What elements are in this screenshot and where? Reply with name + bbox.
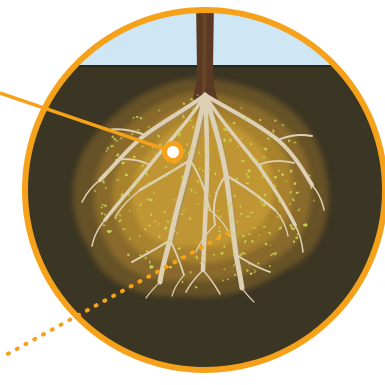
- nutrient-particle: [182, 281, 184, 283]
- nutrient-particle: [241, 160, 245, 162]
- nutrient-particle: [174, 199, 176, 201]
- nutrient-particle: [205, 156, 207, 158]
- ring-dot-icon[interactable]: [162, 141, 184, 163]
- nutrient-particle: [189, 271, 191, 274]
